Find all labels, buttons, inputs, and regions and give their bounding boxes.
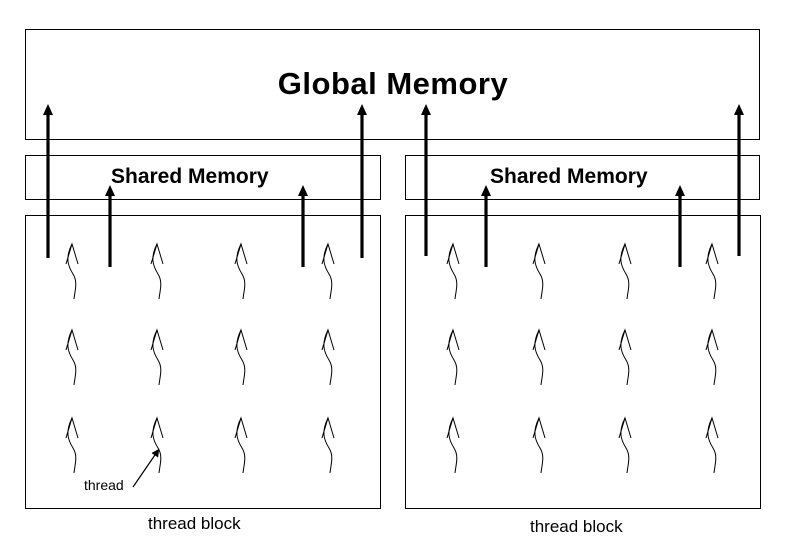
thread-block-right bbox=[405, 215, 761, 509]
arrow-to-global-1 bbox=[43, 104, 53, 258]
arrow-to-global-3 bbox=[421, 104, 431, 256]
thread-b1-r2-c1 bbox=[65, 328, 79, 386]
thread-block-label-left: thread block bbox=[148, 514, 241, 533]
thread-b2-r2-c2 bbox=[532, 328, 546, 386]
shared-memory-box-right bbox=[405, 155, 760, 200]
thread-b1-r1-c4 bbox=[321, 242, 335, 300]
arrow-to-shared-2 bbox=[298, 185, 308, 267]
shared-memory-label-left: Shared Memory bbox=[111, 165, 269, 188]
thread-label: thread bbox=[84, 477, 124, 493]
global-memory-box bbox=[25, 29, 760, 140]
thread-b2-r2-c4 bbox=[705, 328, 719, 386]
thread-b1-r2-c3 bbox=[234, 328, 248, 386]
thread-b2-r1-c1 bbox=[446, 242, 460, 300]
thread-b1-r1-c1 bbox=[65, 242, 79, 300]
thread-b1-r3-c3 bbox=[234, 416, 248, 474]
arrows-to-shared-memory bbox=[105, 185, 685, 267]
shared-memory-box-left bbox=[25, 155, 381, 200]
thread-b2-r3-c1 bbox=[446, 416, 460, 474]
shared-memory-label-right: Shared Memory bbox=[490, 165, 648, 188]
thread-b1-r1-c3 bbox=[234, 242, 248, 300]
arrow-to-shared-1 bbox=[105, 185, 115, 267]
arrows-to-global-memory bbox=[43, 104, 744, 258]
thread-b2-r1-c2 bbox=[532, 242, 546, 300]
thread-b2-r1-c4 bbox=[705, 242, 719, 300]
arrow-to-shared-4 bbox=[675, 185, 685, 267]
thread-b1-r2-c4 bbox=[321, 328, 335, 386]
thread-b2-r1-c3 bbox=[618, 242, 632, 300]
thread-b1-r2-c2 bbox=[150, 328, 164, 386]
thread-b1-r1-c2 bbox=[150, 242, 164, 300]
arrow-to-global-2 bbox=[357, 104, 367, 258]
global-memory-label: Global Memory bbox=[277, 66, 509, 101]
threads-group bbox=[65, 242, 719, 474]
thread-block-left bbox=[25, 215, 381, 509]
arrow-to-shared-3 bbox=[481, 185, 491, 267]
thread-pointer-line bbox=[132, 448, 160, 488]
thread-pointer-arrow bbox=[132, 448, 160, 488]
thread-b2-r3-c4 bbox=[705, 416, 719, 474]
thread-b2-r2-c3 bbox=[618, 328, 632, 386]
thread-block-label-right: thread block bbox=[530, 517, 623, 536]
thread-b1-r3-c4 bbox=[321, 416, 335, 474]
thread-b2-r3-c2 bbox=[532, 416, 546, 474]
thread-b2-r3-c3 bbox=[618, 416, 632, 474]
thread-b1-r3-c2 bbox=[150, 416, 164, 474]
thread-b1-r3-c1 bbox=[65, 416, 79, 474]
arrow-to-global-4 bbox=[734, 104, 744, 256]
thread-b2-r2-c1 bbox=[446, 328, 460, 386]
